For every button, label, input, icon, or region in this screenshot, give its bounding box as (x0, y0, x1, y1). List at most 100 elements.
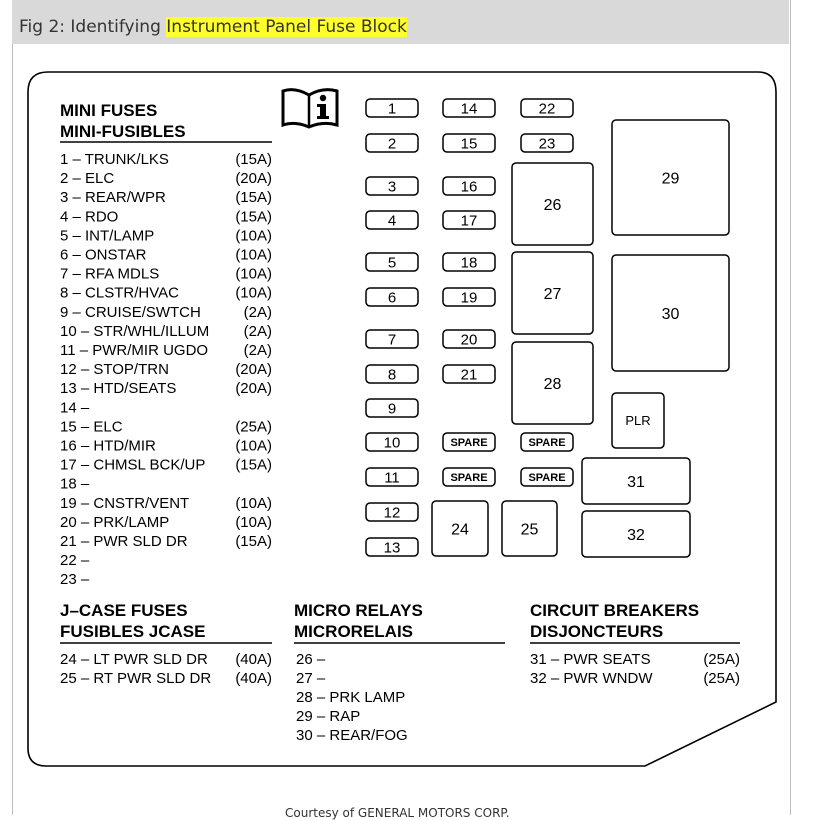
large-slot-28: 28 (511, 341, 594, 425)
mini-fuse-slot-17-label: 17 (461, 212, 478, 229)
circuit-breaker-amp: (25A) (703, 670, 740, 687)
mini-fuse-slot-20-label: 20 (461, 331, 478, 348)
mini-fuse-amp: (20A) (235, 170, 272, 187)
mini-fuse-slot-16: 16 (442, 176, 496, 196)
mini-fuse-amp: (10A) (235, 495, 272, 512)
mini-fuse-slot-2-label: 2 (388, 135, 396, 152)
mini-fuse-amp: (10A) (235, 438, 272, 455)
caption-highlight: Instrument Panel Fuse Block (166, 17, 407, 37)
mini-fuse-label: 16 – HTD/MIR (60, 438, 156, 455)
mini-fuse-slot-14: 14 (442, 98, 496, 118)
mini-fuse-amp: (2A) (244, 304, 272, 321)
mini-fuse-slot-19-label: 19 (461, 289, 478, 306)
mini-fuse-amp: (15A) (235, 533, 272, 550)
mini-fuse-amp: (10A) (235, 285, 272, 302)
micro-relays-title: MICRO RELAYS (294, 601, 423, 620)
mini-fuse-label: 18 – (60, 476, 90, 493)
micro-relay-label: 28 – PRK LAMP (296, 689, 405, 706)
mini-fuse-amp: (15A) (235, 457, 272, 474)
mini-fuse-slot-23: 23 (520, 133, 574, 153)
mini-fuse-label: 22 – (60, 552, 90, 569)
jcase-fuse-label: 24 – LT PWR SLD DR (60, 651, 208, 668)
owner-manual-info-icon (281, 88, 339, 129)
micro-relays-heading: MICRO RELAYS MICRORELAIS (294, 601, 505, 644)
large-slot-31-label: 31 (627, 474, 645, 491)
mini-fuse-slot-21: 21 (442, 364, 496, 384)
jcase-title: J–CASE FUSES (60, 601, 188, 620)
mini-fuse-slot-12-label: 12 (384, 504, 401, 521)
mini-fuse-amp: (15A) (235, 189, 272, 206)
mini-fuses-title-fr: MINI-FUSIBLES (60, 122, 186, 141)
mini-fuse-label: 10 – STR/WHL/ILLUM (60, 323, 209, 340)
jcase-fuse-label: 25 – RT PWR SLD DR (60, 670, 211, 687)
mini-fuse-slot-7-label: 7 (388, 331, 396, 348)
mini-fuse-label: 8 – CLSTR/HVAC (60, 285, 179, 302)
mini-fuse-label: 17 – CHMSL BCK/UP (60, 457, 205, 474)
mini-fuse-slot-2: 2 (365, 133, 419, 153)
figure-caption: Fig 2: Identifying Instrument Panel Fuse… (19, 17, 407, 37)
mini-fuse-slot-5-label: 5 (388, 254, 396, 271)
mini-fuse-slot-8-label: 8 (388, 366, 396, 383)
mini-fuse-slot-9: 9 (365, 398, 419, 418)
mini-fuse-label: 23 – (60, 571, 90, 588)
mini-fuse-label: 4 – RDO (60, 208, 118, 225)
circuit-breakers-list: 31 – PWR SEATS(25A)32 – PWR WNDW(25A) (530, 651, 740, 687)
courtesy-credit: Courtesy of GENERAL MOTORS CORP. (285, 806, 510, 820)
mini-fuse-label: 3 – REAR/WPR (60, 189, 166, 206)
mini-fuse-label: 6 – ONSTAR (60, 247, 147, 264)
mini-fuse-amp: (15A) (235, 208, 272, 225)
mini-fuse-amp: (10A) (235, 247, 272, 264)
circuit-breaker-amp: (25A) (703, 651, 740, 668)
circuit-breakers-heading: CIRCUIT BREAKERS DISJONCTEURS (530, 601, 740, 644)
large-slot-25-label: 25 (521, 521, 539, 538)
mini-fuse-label: 9 – CRUISE/SWTCH (60, 304, 201, 321)
mini-fuse-slot-9-label: 9 (388, 400, 396, 417)
mini-fuse-slot-7: 7 (365, 329, 419, 349)
large-slot-26: 26 (511, 162, 594, 246)
mini-fuse-amp: (20A) (235, 361, 272, 378)
large-slot-29: 29 (611, 119, 730, 236)
circuit-breakers-title: CIRCUIT BREAKERS (530, 601, 699, 620)
mini-fuse-slot-19: 19 (442, 287, 496, 307)
mini-fuse-slot-11-label: 11 (384, 469, 400, 486)
mini-fuses-list: 1 – TRUNK/LKS (15A) 2 – ELC (20A) 3 – REAR/W… (60, 151, 272, 588)
jcase-fuse-amp: (40A) (235, 670, 272, 687)
mini-fuse-slot-14-label: 14 (461, 100, 478, 117)
mini-fuse-label: 12 – STOP/TRN (60, 361, 169, 378)
mini-fuse-slot-12: 12 (365, 502, 419, 522)
mini-fuse-slot-11: 11 (365, 467, 419, 487)
large-slot-30: 30 (611, 254, 730, 372)
mini-fuse-slot-3: 3 (365, 176, 419, 196)
mini-fuse-label: 2 – ELC (60, 170, 114, 187)
mini-fuse-slot-17: 17 (442, 210, 496, 230)
mini-fuse-slot-22: 22 (520, 98, 574, 118)
fuse-block-outline (27, 71, 777, 767)
mini-fuse-slot-22-label: 22 (539, 100, 556, 117)
spare-fuse-slot-label: SPARE (450, 472, 487, 484)
jcase-fuses-list: 24 – LT PWR SLD DR (40A) 25 – RT PWR SLD D… (60, 651, 272, 687)
mini-fuse-amp: (20A) (235, 380, 272, 397)
spare-fuse-slot: SPARE (520, 467, 574, 487)
micro-relay-label: 29 – RAP (296, 708, 360, 725)
micro-relay-label: 27 – (296, 670, 326, 687)
mini-fuse-label: 1 – TRUNK/LKS (60, 151, 169, 168)
mini-fuse-amp: (15A) (235, 151, 272, 168)
large-slot-plr-label: PLR (625, 413, 650, 428)
mini-fuse-label: 21 – PWR SLD DR (60, 533, 188, 550)
mini-fuse-slot-5: 5 (365, 252, 419, 272)
mini-fuse-label: 19 – CNSTR/VENT (60, 495, 189, 512)
mini-fuse-slot-18-label: 18 (461, 254, 478, 271)
large-slot-27-label: 27 (544, 286, 562, 303)
micro-relay-label: 30 – REAR/FOG (296, 727, 408, 744)
mini-fuse-slot-23-label: 23 (539, 135, 556, 152)
jcase-heading: J–CASE FUSES FUSIBLES JCASE (60, 601, 272, 644)
mini-fuse-slot-6-label: 6 (388, 289, 396, 306)
large-slot-24: 24 (431, 500, 489, 557)
spare-fuse-slot-label: SPARE (450, 437, 487, 449)
spare-fuse-slot-label: SPARE (528, 472, 565, 484)
caption-prefix: Fig 2: Identifying (19, 17, 167, 37)
mini-fuse-amp: (10A) (235, 227, 272, 244)
large-slot-24-label: 24 (451, 521, 469, 538)
